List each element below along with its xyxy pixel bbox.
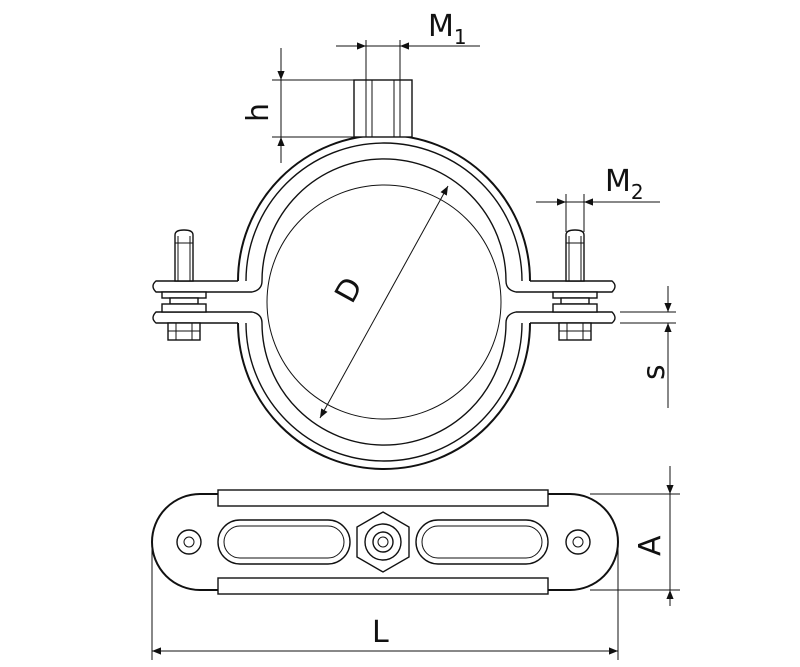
left-slot [217,519,351,565]
front-view [152,79,616,470]
left-lower-flange [152,311,263,324]
right-upper-flange [505,280,616,293]
top-view [151,489,619,595]
label-a: A [633,535,668,556]
left-bolt [161,229,207,341]
plan-outline [151,493,619,591]
upper-band-strip [217,489,549,507]
lower-band-strip [217,577,549,595]
label-m1-sub: 1 [454,25,467,49]
label-d: D [328,272,370,309]
label-m2: M2 [605,164,644,204]
right-slot [415,519,549,565]
right-lower-flange [505,311,616,324]
left-upper-flange [152,280,263,293]
label-s: s [637,364,672,380]
hex-nut [356,511,410,573]
front-dimensions [272,40,676,419]
label-m1: M1 [428,9,467,49]
rubber-liner [261,158,507,446]
inner-band [245,142,523,462]
top-nut [353,79,413,138]
label-l: L [372,615,389,650]
right-bolt [552,229,598,341]
label-m2-sub: 2 [631,180,644,204]
label-h: h [241,103,276,122]
plan-dimensions [151,466,680,660]
